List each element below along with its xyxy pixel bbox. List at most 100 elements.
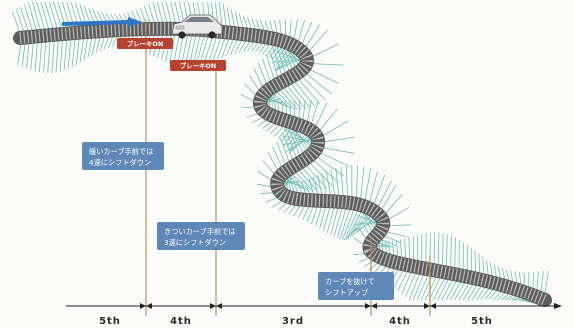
- hatch-line: [336, 209, 347, 239]
- hatch-line: [326, 208, 335, 233]
- hatch-line: [340, 166, 344, 196]
- hatch-line: [489, 261, 493, 276]
- hatch-line: [428, 278, 441, 301]
- hatch-line: [265, 197, 277, 203]
- hatch-line: [384, 236, 401, 243]
- hatch-line: [518, 271, 522, 284]
- hatch-line: [306, 166, 328, 189]
- note-upshift: カーブを抜けて シフトアップ: [318, 272, 394, 300]
- hatch-line: [493, 264, 497, 277]
- hatch-line: [446, 234, 448, 266]
- hatch-line: [36, 1, 45, 29]
- hatch-line: [15, 8, 24, 31]
- hatch-line: [373, 175, 385, 204]
- hatch-line: [283, 176, 296, 185]
- hatch-line: [38, 42, 42, 73]
- hatch-line: [285, 101, 288, 114]
- hatch-line: [304, 179, 310, 194]
- hatch-line: [59, 40, 63, 72]
- hatch-line: [258, 44, 267, 53]
- hatch-line: [266, 123, 275, 132]
- hatch-line: [44, 1, 54, 28]
- hatch-line: [222, 4, 227, 26]
- hatch-line: [179, 1, 184, 22]
- hatch-line: [270, 125, 279, 134]
- hatch-line: [274, 94, 291, 109]
- hatch-line: [34, 43, 38, 72]
- hatch-line: [344, 211, 358, 241]
- hatch-line: [260, 192, 273, 195]
- hatch-line: [87, 38, 92, 58]
- hatch-line: [43, 42, 47, 73]
- gear-label-5th-end: 5th: [471, 316, 493, 327]
- hatch-line: [303, 77, 326, 101]
- hatch-line: [267, 152, 278, 170]
- hatch-line: [256, 183, 271, 188]
- hatch-line: [319, 207, 326, 229]
- hatch-line: [264, 20, 269, 31]
- hatch-line: [449, 282, 461, 301]
- hatch-line: [408, 274, 420, 301]
- note-3-line-2: シフトアップ: [325, 288, 369, 297]
- hatch-line: [274, 99, 276, 110]
- hatch-line: [295, 172, 314, 192]
- hatch-line: [253, 68, 263, 87]
- gear-label-3rd: 3rd: [282, 316, 304, 327]
- brake-marker-1: ブレーキON: [117, 38, 173, 49]
- hatch-line: [357, 214, 377, 224]
- hatch-line: [262, 44, 271, 55]
- hatch-line: [325, 136, 355, 143]
- hatch-line: [269, 20, 273, 32]
- hatch-line: [505, 269, 509, 280]
- brake-label-1: ブレーキON: [127, 39, 163, 48]
- hatch-line: [295, 82, 316, 107]
- hatch-line: [330, 208, 339, 235]
- hatch-line: [482, 256, 485, 274]
- gear-label-4th-first: 4th: [170, 316, 192, 327]
- hatch-line: [277, 92, 294, 110]
- hatch-line: [302, 21, 313, 44]
- hatch-line: [432, 279, 445, 301]
- hatch-line: [510, 270, 514, 281]
- hatch-line: [212, 38, 221, 62]
- hatch-line: [238, 13, 244, 28]
- hatch-line: [306, 24, 321, 47]
- hatch-line: [313, 43, 339, 57]
- hatch-line: [165, 1, 172, 22]
- hatch-line: [103, 37, 109, 50]
- hatch-line: [454, 283, 465, 301]
- hatch-line: [363, 217, 372, 231]
- hatch-line: [230, 9, 235, 27]
- hatch-line: [271, 47, 282, 61]
- hatch-line: [311, 207, 318, 225]
- hatch-line: [437, 232, 440, 265]
- hatch-line: [356, 165, 359, 197]
- hatch-line: [381, 185, 396, 209]
- hatch-line: [135, 9, 142, 23]
- hatch-line: [345, 165, 348, 196]
- approach-arrow: [61, 17, 142, 27]
- hatch-line: [293, 19, 298, 39]
- hatch-line: [251, 117, 262, 124]
- hatch-line: [325, 171, 331, 195]
- hatch-line: [514, 271, 518, 283]
- brake-marker-2: ブレーキON: [170, 60, 226, 71]
- hatch-line: [289, 101, 292, 115]
- hatch-line: [501, 268, 505, 279]
- hatch-line: [288, 180, 291, 191]
- hatch-line: [348, 216, 371, 237]
- hatch-line: [433, 232, 436, 264]
- hatch-line: [480, 288, 490, 300]
- hatch-line: [381, 239, 384, 251]
- hatch-line: [284, 88, 302, 110]
- hatch-line: [317, 157, 344, 177]
- hatch-line: [299, 79, 321, 105]
- hatch-line: [255, 19, 261, 30]
- hatch-line: [330, 169, 335, 195]
- gear-label-4th-second: 4th: [389, 316, 411, 327]
- hatch-line: [152, 1, 159, 22]
- hatch-line: [63, 40, 67, 71]
- hatch-line: [71, 39, 76, 68]
- hatch-line: [221, 39, 230, 58]
- hatch-line: [321, 153, 350, 168]
